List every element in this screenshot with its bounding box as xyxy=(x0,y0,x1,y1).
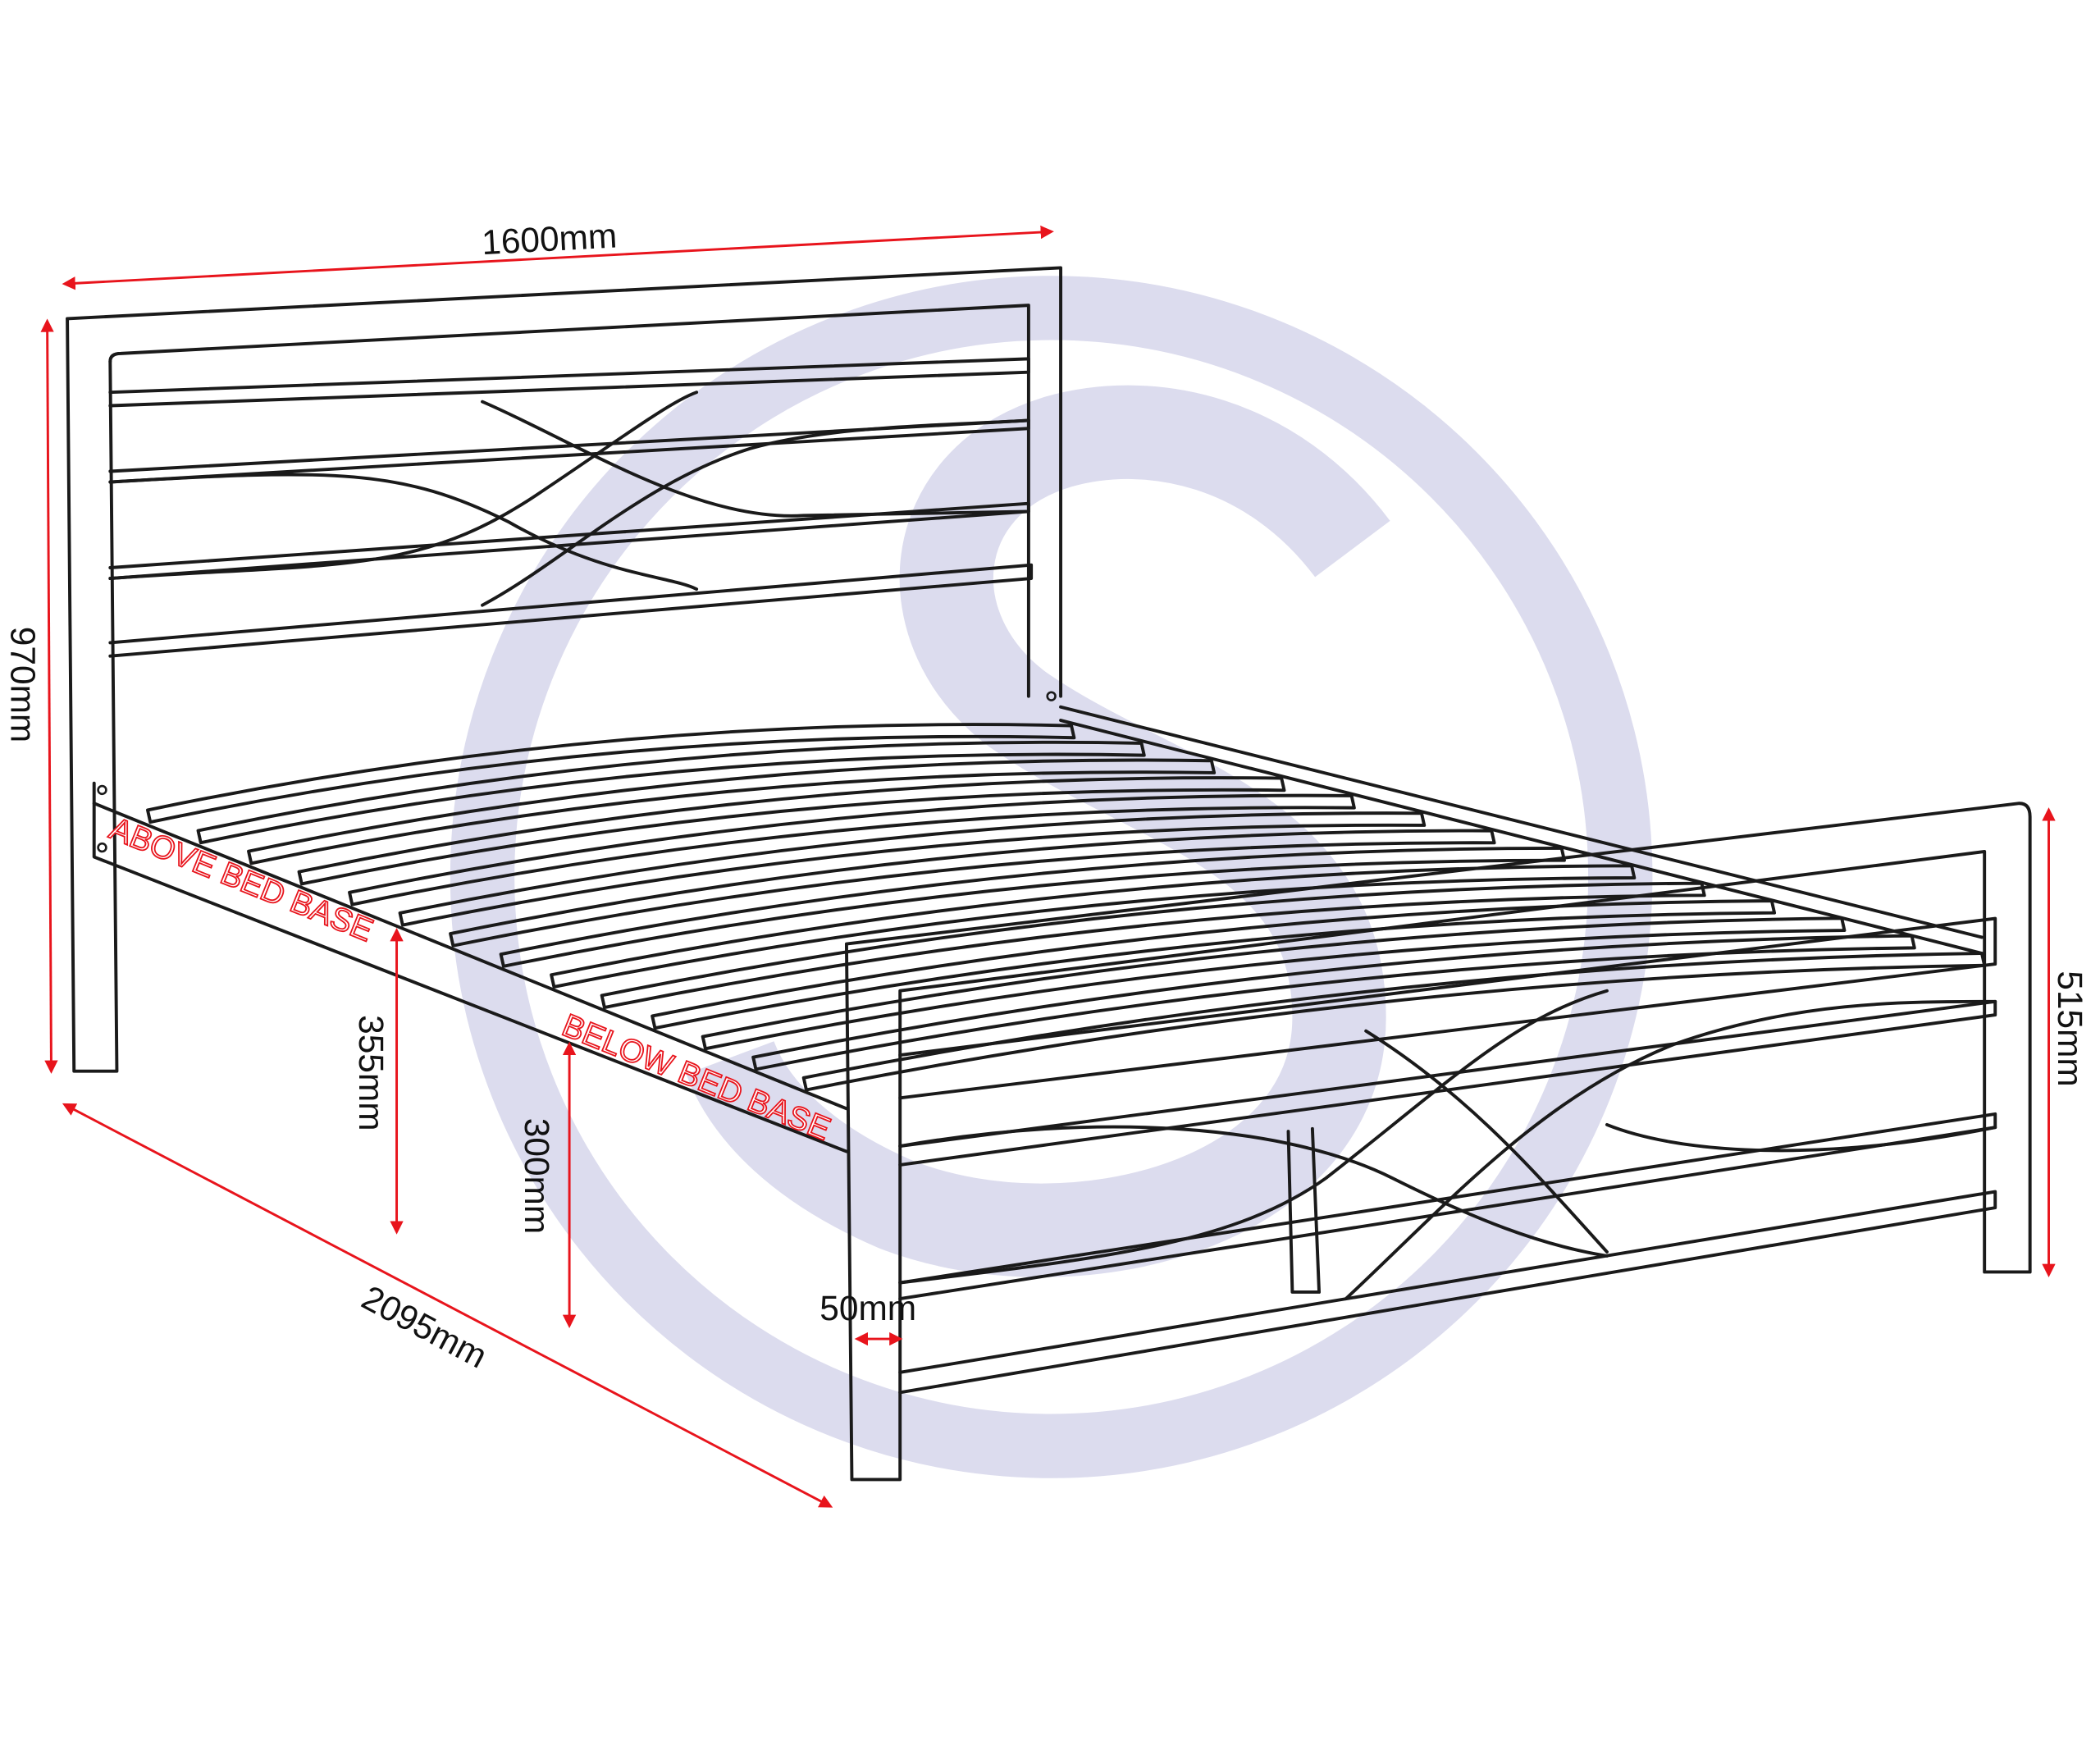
footboard xyxy=(844,802,2032,1482)
slat xyxy=(651,899,1777,1030)
above-height-label: 355mm xyxy=(352,1015,390,1131)
slat xyxy=(550,864,1637,989)
slat xyxy=(398,811,1427,927)
slat xyxy=(449,829,1496,948)
slat xyxy=(499,847,1566,968)
footboard-height-label: 515mm xyxy=(2051,971,2089,1086)
below-height-label: 300mm xyxy=(518,1118,556,1234)
slat xyxy=(247,758,1217,866)
leg-width-label: 50mm xyxy=(819,1289,916,1327)
slats xyxy=(146,723,1987,1092)
slat xyxy=(701,916,1847,1051)
slat xyxy=(196,740,1146,845)
slat xyxy=(600,881,1706,1010)
slat xyxy=(297,776,1286,886)
headboard xyxy=(66,266,1063,1073)
above-bed-base-label: ABOVE BED BASE xyxy=(105,811,378,949)
dimension-lines xyxy=(40,225,2056,1508)
width-label: 1600mm xyxy=(481,217,618,263)
headboard-height-label: 970mm xyxy=(4,627,43,742)
slat xyxy=(146,723,1076,824)
side-rail xyxy=(92,691,1984,1153)
slat xyxy=(751,934,1916,1071)
slat xyxy=(348,793,1356,907)
